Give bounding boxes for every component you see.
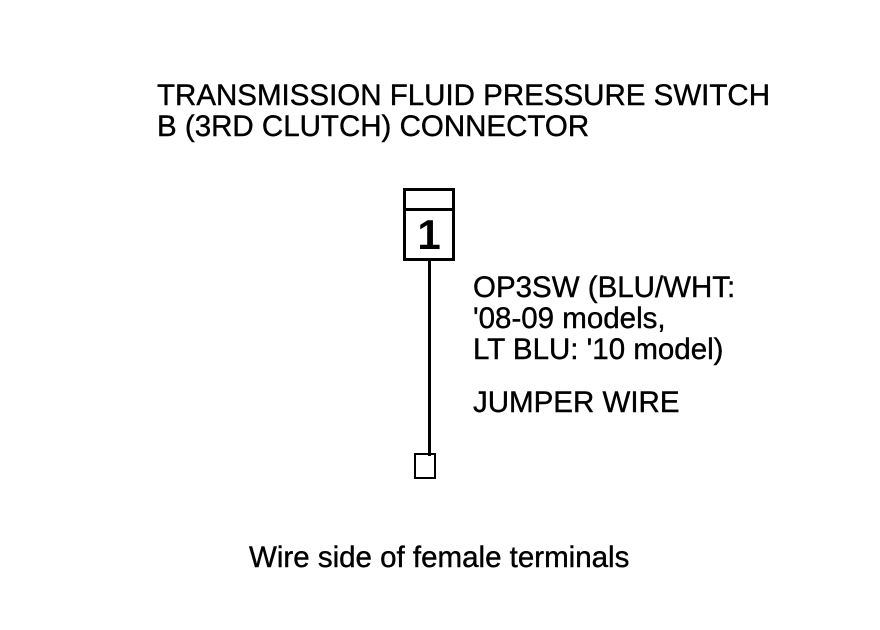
terminal-square	[414, 453, 436, 479]
connector-tab-band	[406, 191, 452, 211]
jumper-wire-label: JUMPER WIRE	[473, 386, 680, 419]
connector-pin-cell: 1	[406, 211, 452, 258]
pin-number-label: 1	[417, 210, 441, 258]
terminal-side-caption: Wire side of female terminals	[249, 541, 630, 574]
diagram-title: TRANSMISSION FLUID PRESSURE SWITCH B (3R…	[157, 79, 771, 143]
wire-color-label: OP3SW (BLU/WHT: '08-09 models, LT BLU: '…	[473, 271, 736, 366]
connector-symbol: 1	[403, 188, 455, 261]
jumper-wire-line	[428, 261, 431, 456]
